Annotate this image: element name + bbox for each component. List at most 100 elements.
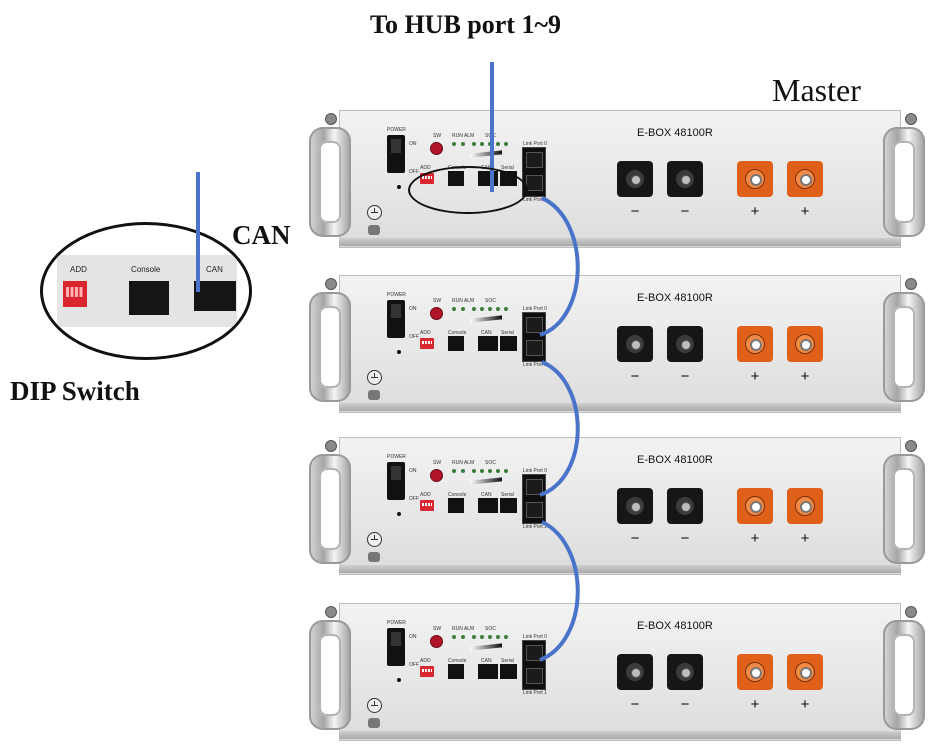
minus-sign: − [680,696,690,713]
power-switch[interactable] [387,135,405,173]
power-switch[interactable] [387,628,405,666]
negative-terminal[interactable] [617,488,653,524]
left-handle [309,454,351,564]
ear-screw-icon [905,440,917,452]
minus-sign: − [680,368,690,385]
led-indicator [480,142,484,146]
link-cable-3 [539,520,580,662]
led-indicator [480,469,484,473]
status-dot [397,678,401,682]
console-label: Console [448,658,467,664]
power-label: POWER [387,454,406,460]
ear-screw-icon [325,113,337,125]
negative-terminal[interactable] [617,654,653,690]
positive-terminal[interactable] [737,161,773,197]
led-indicator [472,307,476,311]
inset-console-port [129,281,169,315]
sw-button[interactable] [430,307,443,320]
positive-terminal[interactable] [787,161,823,197]
add-label: ADD [420,165,431,171]
negative-terminal[interactable] [667,161,703,197]
console-port[interactable] [448,336,464,351]
sw-button[interactable] [430,469,443,482]
dip-switch[interactable] [420,666,434,677]
serial-port[interactable] [500,498,517,513]
plus-sign: + [800,696,810,713]
on-label: ON [409,306,417,312]
console-port[interactable] [448,498,464,513]
battery-unit: POWER ON OFF SW RUN ALM SOC ADD Console … [305,270,935,415]
run-alm-label: RUN ALM [452,298,475,304]
serial-label: Serial [501,330,514,336]
can-port[interactable] [478,336,498,351]
link-port[interactable] [522,640,546,690]
link-port[interactable] [522,474,546,524]
serial-label: Serial [501,658,514,664]
can-port-label: CAN [481,492,492,498]
dip-switch[interactable] [420,500,434,511]
positive-terminal[interactable] [787,326,823,362]
positive-terminal[interactable] [737,654,773,690]
plus-sign: + [750,696,760,713]
can-highlight-ellipse [408,166,528,214]
negative-terminal[interactable] [667,326,703,362]
positive-terminal[interactable] [737,488,773,524]
can-port[interactable] [478,664,498,679]
link-port-0-label: Link Port 0 [523,468,547,474]
soc-label: SOC [485,298,496,304]
negative-terminal[interactable] [617,161,653,197]
console-port[interactable] [448,664,464,679]
console-label: Console [448,330,467,336]
soc-label: SOC [485,460,496,466]
led-indicator [480,307,484,311]
ear-screw-icon [325,606,337,618]
soc-label: SOC [485,626,496,632]
status-dot [397,185,401,189]
led-indicator [488,307,492,311]
dip-switch[interactable] [420,338,434,349]
panel-bottom-edge [339,565,901,573]
can-pointer-line [196,172,200,292]
can-label: CAN [232,220,291,250]
sw-button[interactable] [430,142,443,155]
off-label: OFF [409,662,419,668]
power-switch[interactable] [387,462,405,500]
hub-port-label: To HUB port 1~9 [370,10,561,39]
led-indicator [452,142,456,146]
led-indicator [488,635,492,639]
minus-sign: − [680,530,690,547]
negative-terminal[interactable] [667,654,703,690]
plus-sign: + [800,368,810,385]
off-label: OFF [409,496,419,502]
ground-icon [367,532,382,547]
plus-sign: + [750,530,760,547]
can-port[interactable] [478,498,498,513]
led-indicator [504,469,508,473]
power-switch[interactable] [387,300,405,338]
inset-dip-switch [63,281,87,307]
positive-terminal[interactable] [787,654,823,690]
model-name: E-BOX 48100R [637,127,713,139]
on-label: ON [409,141,417,147]
ear-screw-icon [325,440,337,452]
serial-port[interactable] [500,336,517,351]
left-handle [309,127,351,237]
positive-terminal[interactable] [787,488,823,524]
ground-screw [368,718,380,728]
link-port[interactable] [522,312,546,362]
led-indicator [496,142,500,146]
minus-sign: − [680,203,690,220]
positive-terminal[interactable] [737,326,773,362]
model-name: E-BOX 48100R [637,292,713,304]
negative-terminal[interactable] [617,326,653,362]
ear-screw-icon [905,606,917,618]
link-port-0-label: Link Port 0 [523,141,547,147]
sw-button[interactable] [430,635,443,648]
led-indicator [461,635,465,639]
ground-icon [367,698,382,713]
led-indicator [472,635,476,639]
power-label: POWER [387,127,406,133]
serial-port[interactable] [500,664,517,679]
negative-terminal[interactable] [667,488,703,524]
